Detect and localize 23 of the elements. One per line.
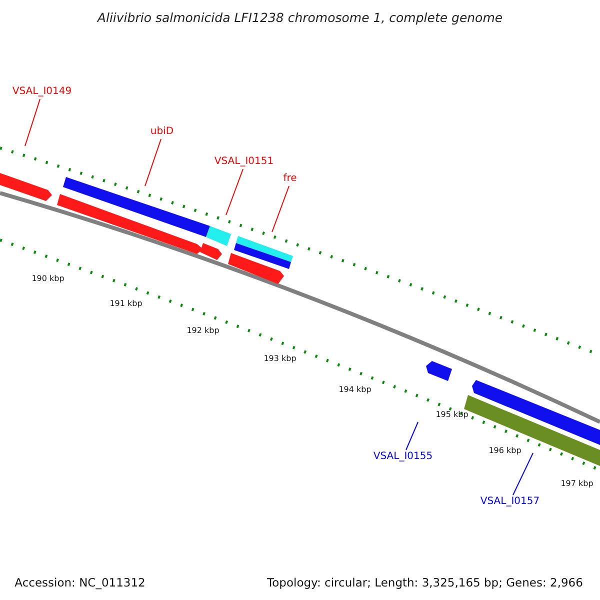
scale-label: 190 kbp (32, 275, 64, 283)
leader-line (406, 422, 418, 450)
scale-label: 191 kbp (110, 300, 142, 308)
scale-label: 195 kbp (436, 411, 468, 419)
scale-label: 196 kbp (488, 447, 522, 455)
gene-label: ubiD (150, 127, 174, 137)
accession-text: Accession: NC_011312 (14, 577, 146, 589)
gene-label: fre (283, 174, 297, 184)
leader-line (272, 186, 290, 232)
gene-label: VSAL_I0157 (480, 497, 540, 507)
leader-line (226, 168, 244, 216)
leader-line (144, 138, 162, 186)
leader-line (512, 452, 534, 496)
leader-line (24, 98, 40, 146)
title: Aliivibrio salmonicida LFI1238 chromosome 1, complete genome (97, 12, 503, 24)
scale-label: 197 kbp (560, 480, 594, 488)
scale-label: 194 kbp (338, 386, 372, 394)
gene-label: VSAL_I0155 (373, 452, 433, 462)
gene-label: VSAL_I0149 (12, 87, 72, 97)
genome-info-text: Topology: circular; Length: 3,325,165 bp; Genes: 2,966 (267, 577, 583, 589)
scale-label: 192 kbp (186, 327, 220, 335)
scale-label: 193 kbp (264, 355, 296, 363)
gene-label: VSAL_I0151 (214, 157, 274, 167)
